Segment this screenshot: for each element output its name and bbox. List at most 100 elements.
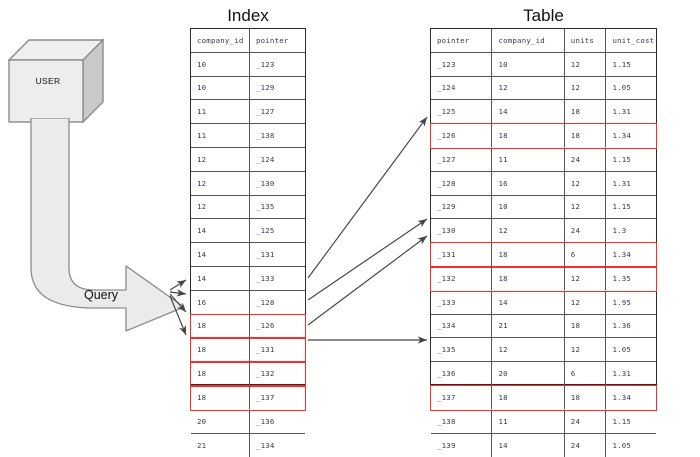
table-cell-company_id: 18 <box>492 266 565 291</box>
index-row[interactable]: 11_138 <box>191 124 305 148</box>
index-row[interactable]: 21 _134 <box>191 433 305 457</box>
index-row[interactable]: 12_135 <box>191 195 305 220</box>
index-cell-pointer: _126 <box>255 321 275 331</box>
index-row[interactable]: 18 _132 <box>190 361 306 387</box>
table-column-header: units <box>564 29 607 53</box>
index-cell-pointer: _134 <box>255 440 275 450</box>
table-cell-unit_cost: 1.15 <box>606 148 657 172</box>
index-row[interactable]: 12_124 <box>191 147 305 172</box>
index-row[interactable]: 14_133 <box>191 266 305 291</box>
table-cell-units: 18 <box>565 385 607 410</box>
index-cell-company_id: 18 <box>191 338 250 363</box>
index-row[interactable]: 12_130 <box>191 171 305 196</box>
table-cell-company_id: 14 <box>492 433 565 457</box>
index-cell-company_id: 14 <box>191 266 250 291</box>
table-cell-unit_cost: 1.34 <box>612 392 632 402</box>
table-cell-units: 12 <box>565 266 607 291</box>
query-to-index-137 <box>169 295 187 336</box>
index-cell-pointer: _128 <box>249 291 305 315</box>
index-cell-company_id: 21 <box>191 433 250 457</box>
table-cell-company_id: 12 <box>492 219 565 244</box>
index-cell-company_id: 16 <box>191 290 250 315</box>
index-cell-company_id: 14 <box>191 219 250 244</box>
table-cell-pointer: _130 <box>431 219 493 244</box>
index-row[interactable]: 10_123 <box>191 52 305 77</box>
table-cell-company_id: 12 <box>492 338 565 363</box>
index-cell-pointer: _129 <box>249 77 305 101</box>
table-cell-unit_cost: 1.35 <box>612 273 632 283</box>
table-cell-units: 24 <box>564 219 607 244</box>
table-cell-unit_cost: 1.95 <box>606 291 657 315</box>
index-row[interactable]: 10_129 <box>191 76 305 101</box>
index-cell-pointer: _132 <box>255 369 275 379</box>
table-cell-company_id: 21 <box>492 314 565 339</box>
table-cell-units: 12 <box>564 290 607 315</box>
index-cell-company_id: 12 <box>191 171 250 196</box>
table-cell-units: 24 <box>565 433 607 457</box>
index-row[interactable]: 14_131 <box>191 243 305 267</box>
index-row[interactable]: 16_128 <box>191 290 305 315</box>
table-cell-unit_cost: 1.34 <box>612 131 632 141</box>
index-cell-pointer: _130 <box>249 172 305 196</box>
index-cell-pointer: _137 <box>255 392 275 402</box>
table-cell-unit_cost: 1.05 <box>612 440 632 450</box>
query-to-index-132 <box>169 293 187 313</box>
connector-arrows <box>169 116 428 344</box>
table-cell-pointer: _134 <box>431 314 493 339</box>
table-cell-company_id: 14 <box>492 290 565 315</box>
table-cell-company_id: 18 <box>492 385 565 410</box>
table-title: Table <box>523 6 564 25</box>
query-to-index-131 <box>169 289 187 297</box>
table-cell-units: 12 <box>564 52 607 77</box>
table-cell-company_id: 20 <box>492 362 565 386</box>
index-row[interactable]: 14_125 <box>191 219 305 244</box>
table-cell-unit_cost: 1.05 <box>606 338 657 363</box>
table-cell-pointer: _127 <box>431 147 493 172</box>
table-cell-pointer: _137 <box>431 385 493 410</box>
index-cell-company_id: 12 <box>191 147 250 172</box>
table-cell-units: 6 <box>565 243 607 267</box>
table-cell-unit_cost: 1.34 <box>612 250 632 260</box>
index-126-to-table-126 <box>307 116 428 279</box>
table-column-header: company_id <box>492 29 565 53</box>
index-cell-company_id: 18 <box>191 362 250 386</box>
index-cell-pointer: _125 <box>249 219 305 244</box>
table-cell-company_id: 10 <box>492 195 565 220</box>
table-cell-unit_cost: 1.15 <box>606 196 657 220</box>
index-column-header: pointer <box>249 29 305 53</box>
index-row[interactable]: 18_126 <box>190 314 306 339</box>
table-cell-pointer: _136 <box>431 362 493 386</box>
table-cell-pointer: _133 <box>431 290 493 315</box>
table-cell-unit_cost: 1.31 <box>606 172 657 196</box>
index-cell-company_id: 14 <box>191 243 250 267</box>
index-row[interactable]: 18_131 <box>190 338 306 363</box>
index-cell-pointer: _127 <box>249 100 305 125</box>
index-row[interactable]: 11_127 <box>191 100 305 125</box>
table-cell-pointer: _139 <box>431 433 493 457</box>
table-cell-pointer: _126 <box>431 124 493 148</box>
index-cell-pointer: _123 <box>249 53 305 77</box>
table-cell-pointer: _129 <box>431 195 493 220</box>
index-row[interactable]: 18_137 <box>190 385 306 410</box>
index-cell-pointer: _131 <box>249 243 305 267</box>
